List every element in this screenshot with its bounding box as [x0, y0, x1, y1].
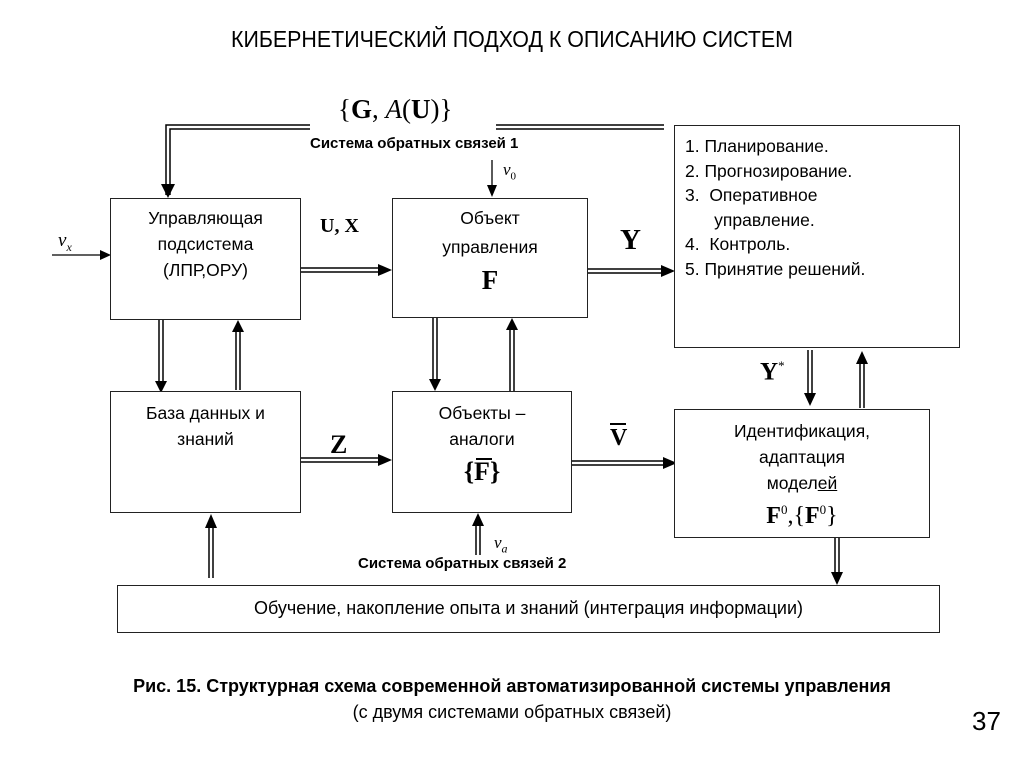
v0-label: v0	[503, 160, 516, 182]
database-line2: знаний	[177, 429, 234, 449]
analogs-symbol: {F}	[393, 457, 571, 486]
function-item: 1. Планирование.	[685, 136, 829, 156]
identification-sup-a: 0	[780, 502, 788, 517]
ystar-superscript: *	[778, 358, 785, 373]
ystar-arrow	[804, 350, 816, 406]
database-line1: База данных и	[146, 403, 265, 423]
learning-text: Обучение, накопление опыта и знаний (инт…	[253, 598, 804, 618]
z-signal-label: Z	[330, 430, 348, 459]
function-item: 5. Принятие решений.	[685, 258, 866, 279]
learning-block[interactable]: Обучение, накопление опыта и знаний (инт…	[117, 585, 940, 633]
formula-g: G	[350, 94, 372, 124]
v0-symbol: v	[503, 160, 511, 179]
analogs-to-object-arrow	[506, 318, 518, 391]
va-symbol: v	[494, 533, 502, 552]
v-overbar	[610, 423, 626, 425]
control-to-database-arrow	[155, 320, 167, 393]
function-item: 2. Прогнозирование.	[685, 160, 853, 181]
identification-symbol-end: }	[826, 503, 838, 529]
va-label: va	[494, 533, 508, 556]
feedback1-label: Система обратных связей 1	[310, 135, 519, 152]
ystar-symbol: Y	[760, 358, 779, 386]
database-to-control-arrow	[232, 320, 244, 390]
functions-block[interactable]: 1. Планирование. 2. Прогнозирование. 3. …	[674, 125, 960, 348]
identification-symbol-b: F	[805, 503, 820, 529]
va-subscript: a	[501, 541, 508, 556]
formula-paren-close: )	[430, 94, 440, 124]
va-arrow	[472, 513, 484, 555]
identification-sup-b: 0	[819, 502, 827, 517]
vx-subscript: x	[66, 239, 72, 254]
control-subsystem-line3: (ЛПР,ОРУ)	[163, 260, 248, 280]
learning-to-database-arrow	[205, 514, 217, 578]
control-subsystem-block[interactable]: Управляющая подсистема (ЛПР,ОРУ)	[110, 198, 301, 320]
function-item: 3. Оперативное	[685, 185, 818, 205]
v0-arrow	[487, 160, 497, 197]
y-arrow	[588, 265, 675, 277]
identification-block[interactable]: Идентификация, адаптация моделей F0,{F0}	[674, 409, 930, 538]
analogs-overbar	[476, 458, 492, 460]
feedback2-label: Система обратных связей 2	[358, 555, 567, 572]
vx-symbol: v	[58, 230, 67, 251]
control-object-line1: Объект	[460, 208, 520, 228]
formula-brace-close: }	[439, 94, 453, 124]
feedback1-loop	[161, 124, 664, 198]
function-item: 4. Контроль.	[685, 234, 791, 254]
function-item: управление.	[685, 209, 815, 230]
control-object-line2: управления	[442, 237, 538, 257]
formula-a: A	[385, 94, 402, 124]
figure-caption-title: Рис. 15. Структурная схема современной а…	[133, 676, 891, 696]
vx-arrow	[52, 250, 111, 260]
slide-title: КИБЕРНЕТИЧЕСКИЙ ПОДХОД К ОПИСАНИЮ СИСТЕМ	[231, 26, 793, 52]
figure-caption-subtitle: (с двумя системами обратных связей)	[352, 702, 672, 722]
control-object-block[interactable]: Объект управления F	[392, 198, 588, 318]
v-symbol: V	[610, 425, 628, 451]
ux-arrow	[300, 264, 392, 276]
identification-line3: моделей	[675, 472, 929, 495]
analogs-symbol-text: {F}	[463, 457, 501, 486]
vx-label: vx	[58, 230, 72, 255]
identification-line3-underlined: ей	[817, 473, 838, 493]
identification-line1: Идентификация,	[733, 421, 871, 441]
v-signal-label: V	[610, 423, 628, 452]
formula-paren-open: (	[401, 94, 411, 124]
ystar-signal-label: Y*	[760, 358, 785, 386]
formula-u: U	[410, 94, 431, 124]
control-subsystem-line2: подсистема	[157, 234, 254, 254]
formula-brace-open: {	[338, 94, 351, 124]
analogs-line2: аналоги	[449, 429, 515, 449]
formula-sep: ,	[371, 94, 386, 124]
identification-to-learning-arrow	[831, 538, 843, 585]
identification-line3-prefix: модел	[766, 473, 818, 493]
feedback1-formula: {G, A(U)}	[338, 94, 452, 125]
v0-subscript: 0	[510, 170, 517, 183]
identification-line2: адаптация	[759, 447, 845, 467]
control-object-symbol: F	[481, 265, 499, 295]
identification-to-functions-arrow	[856, 351, 868, 408]
analogs-line1: Объекты –	[438, 403, 526, 423]
y-signal-label: Y	[620, 224, 641, 256]
z-arrow	[300, 454, 392, 466]
analogs-block[interactable]: Объекты – аналоги {F}	[392, 391, 572, 513]
v-arrow	[572, 457, 677, 469]
database-block[interactable]: База данных и знаний	[110, 391, 301, 513]
control-subsystem-line1: Управляющая	[148, 208, 263, 228]
identification-symbols: F0,{F0}	[675, 498, 929, 528]
ux-signal-label: U, X	[320, 215, 359, 237]
page-number: 37	[972, 706, 1001, 736]
functions-list: 1. Планирование. 2. Прогнозирование. 3. …	[685, 134, 865, 281]
identification-symbol-sep: ,{	[787, 503, 805, 529]
object-to-analogs-arrow	[429, 316, 441, 391]
identification-symbol-a: F	[766, 503, 781, 529]
